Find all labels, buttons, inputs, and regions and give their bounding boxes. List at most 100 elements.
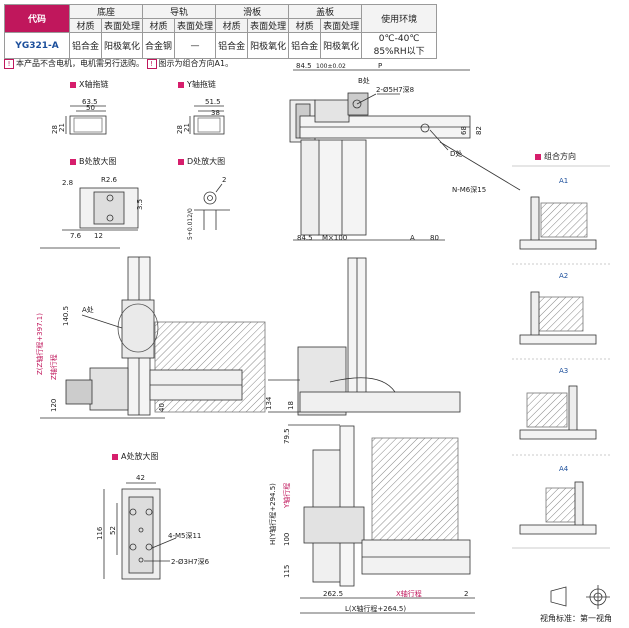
x-chain-title: X轴拖链	[70, 79, 108, 90]
notes-line: !本产品不含电机，电机需另行选购。 !图示为组合方向A1。	[4, 58, 233, 69]
group-rail: 导轨	[142, 4, 217, 19]
square-bullet-icon	[178, 81, 184, 88]
dim-text: 12	[94, 232, 103, 240]
cell-value: 阳极氧化	[320, 32, 363, 59]
cell-value: 阳极氧化	[247, 32, 290, 59]
spec-table: 代码 底座 导轨 滑板 盖板 使用环境 材质 表面处理 材质 表面处理 材质 表…	[4, 4, 438, 59]
dim-text: 3.5	[136, 199, 144, 210]
front-view-drawing	[268, 257, 461, 416]
b-detail-title: B处放大图	[70, 156, 117, 167]
combo-panel	[512, 165, 610, 549]
b-detail-drawing	[62, 187, 139, 231]
dim-text: Z(Z轴行程+397.1)	[35, 313, 44, 375]
dim-text: N-M6深15	[452, 185, 486, 194]
first-angle-projection-icon	[550, 585, 610, 609]
dim-text: 21	[58, 123, 66, 132]
x-chain-drawing	[65, 105, 107, 135]
warning-icon: !	[146, 59, 157, 69]
dim-text: 21	[183, 123, 191, 132]
cell-value: 合金钢	[142, 32, 176, 59]
dim-text: 28	[51, 125, 59, 134]
left-view-drawing	[40, 247, 266, 419]
env-humidity: 85%RH以下	[373, 47, 425, 57]
a-detail-title: A处放大图	[112, 451, 158, 462]
square-bullet-icon	[112, 453, 118, 460]
dim-text: 63.5	[82, 98, 98, 106]
code-value: YG321-A	[4, 32, 70, 59]
dim-text: H(Y轴行程+294.5)	[268, 483, 277, 545]
sub-surface: 表面处理	[247, 18, 290, 33]
square-bullet-icon	[535, 153, 541, 160]
dim-text: 40	[158, 403, 166, 412]
y-chain-drawing	[189, 105, 225, 135]
dim-text: 100	[283, 533, 291, 546]
y-chain-title: Y轴拖链	[178, 79, 216, 90]
a-detail-drawing	[103, 482, 177, 580]
dim-text: 28	[176, 125, 184, 134]
dim-text: L(X轴行程+264.5)	[345, 604, 406, 613]
dim-text: 2-Ø5H7深8	[376, 85, 414, 94]
dim-text: 52	[109, 526, 117, 535]
note-motor: 本产品不含电机，电机需另行选购。	[16, 59, 144, 68]
dim-text: 68	[460, 126, 468, 135]
dim-text: 42	[136, 474, 145, 482]
dim-text: 2	[222, 176, 226, 184]
code-header: 代码	[4, 4, 70, 33]
d-detail-label: D处放大图	[187, 157, 226, 166]
dim-text: 2-Ø3H7深6	[171, 557, 210, 566]
dim-text: 262.5	[323, 590, 343, 598]
group-cover: 盖板	[288, 4, 363, 19]
y-chain-label: Y轴拖链	[187, 80, 216, 89]
dim-text: 51.5	[205, 98, 221, 106]
side-view-drawing	[288, 424, 475, 614]
sub-surface: 表面处理	[320, 18, 363, 33]
x-chain-label: X轴拖链	[79, 80, 109, 89]
combo-a2-label: A2	[559, 272, 568, 280]
dim-text: X轴行程	[396, 589, 422, 598]
dim-text: B处	[358, 76, 370, 85]
env-temp: 0℃-40℃	[378, 34, 420, 44]
square-bullet-icon	[178, 158, 184, 165]
dim-text: 82	[475, 126, 483, 135]
d-detail-drawing	[194, 183, 230, 230]
dim-text: 7.6	[70, 232, 82, 240]
dim-text: 140.5	[62, 306, 70, 326]
top-view-drawing	[289, 69, 521, 241]
dim-text: A	[410, 234, 415, 242]
dim-text: 2	[464, 590, 468, 598]
combo-a1-label: A1	[559, 177, 568, 185]
sub-material: 材质	[288, 18, 322, 33]
dim-text: M×100	[322, 234, 347, 242]
view-standard-text: 视角标准：第一视角	[540, 613, 612, 623]
cell-value: —	[174, 32, 217, 59]
dim-text: 134	[265, 396, 273, 410]
combo-a4-label: A4	[559, 465, 569, 473]
cell-value: 阳极氧化	[101, 32, 144, 59]
cell-value: 铝合金	[288, 32, 322, 59]
dim-text: 2.8	[62, 179, 73, 187]
sub-material: 材质	[215, 18, 249, 33]
dim-text: 5+0.012/0	[187, 208, 194, 240]
dim-text: 116	[96, 526, 104, 540]
env-header: 使用环境	[361, 4, 438, 33]
dim-text: 100±0.02	[316, 63, 346, 70]
square-bullet-icon	[70, 158, 76, 165]
dim-text: 80	[430, 234, 439, 242]
combo-label: 组合方向	[544, 152, 576, 161]
dim-text: R2.6	[101, 176, 118, 184]
cell-value: 铝合金	[215, 32, 249, 59]
dim-text: A处	[82, 305, 94, 314]
combo-a3-label: A3	[559, 367, 568, 375]
dim-text: D处	[450, 149, 462, 158]
combo-title: 组合方向	[535, 151, 576, 162]
square-bullet-icon	[70, 81, 76, 88]
dim-text: 38	[211, 109, 220, 117]
dim-text: Z轴行程	[49, 354, 58, 380]
dim-text: 18	[287, 401, 295, 410]
dim-text: P	[378, 62, 382, 70]
dim-text: 79.5	[283, 428, 291, 444]
dim-text: 4-M5深11	[168, 531, 201, 540]
dim-text: 84.5	[296, 62, 312, 70]
d-detail-title: D处放大图	[178, 156, 225, 167]
